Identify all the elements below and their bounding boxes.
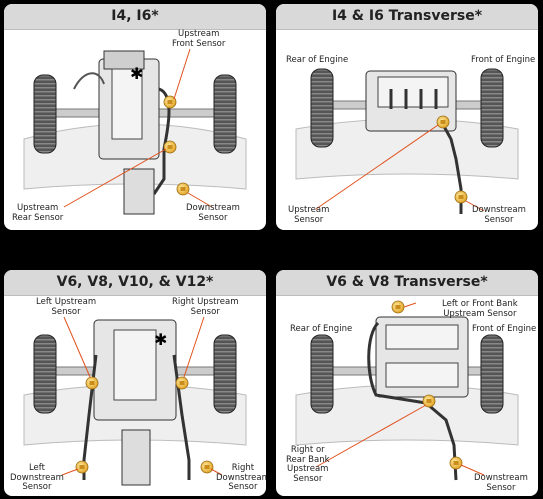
right-upstream-sensor-label: Right Upstream Sensor xyxy=(172,297,239,317)
downstream-sensor-icon xyxy=(449,456,463,470)
left-downstream-sensor-icon xyxy=(75,460,89,474)
downstream-sensor-label: Downstream Sensor xyxy=(186,203,240,223)
upstream-rear-sensor-icon xyxy=(163,140,177,154)
svg-text:✱: ✱ xyxy=(130,64,143,83)
panel-v6-v8-transverse: V6 & V8 Transverse* Left or Front Bank U… xyxy=(276,270,538,496)
downstream-sensor-label: Downstream Sensor xyxy=(474,473,528,493)
rear-of-engine-label: Rear of Engine xyxy=(286,55,349,65)
panel-i4-i6-transverse: I4 & I6 Transverse* Rear of Engine Front… xyxy=(276,4,538,230)
left-downstream-sensor-label: Left Downstream Sensor xyxy=(10,463,64,492)
right-upstream-sensor-icon xyxy=(175,376,189,390)
upstream-sensor-label: Upstream Sensor xyxy=(288,205,330,225)
panel-title: V6 & V8 Transverse* xyxy=(276,270,538,296)
panel-title: I4, I6* xyxy=(4,4,266,30)
panel-i4-i6: I4, I6* ✱ Upstream Front Sensor Upstream… xyxy=(4,4,266,230)
panel-v6-v8-v10-v12: V6, V8, V10, & V12* ✱ Left Upstream Sens… xyxy=(4,270,266,496)
downstream-sensor-icon xyxy=(176,182,190,196)
left-front-bank-sensor-icon xyxy=(391,300,405,314)
upstream-sensor-icon xyxy=(436,115,450,129)
engine-diagram xyxy=(295,300,519,481)
left-upstream-sensor-label: Left Upstream Sensor xyxy=(36,297,97,317)
panel-title: V6, V8, V10, & V12* xyxy=(4,270,266,296)
right-rear-bank-sensor-label: Right or Rear Bank Upstream Sensor xyxy=(286,445,330,484)
downstream-sensor-icon xyxy=(454,190,468,204)
rear-of-engine-label: Rear of Engine xyxy=(290,324,353,334)
front-of-engine-label: Front of Engine xyxy=(471,55,536,65)
engine-diagram: ✱ xyxy=(23,316,247,486)
svg-text:✱: ✱ xyxy=(154,330,167,349)
right-downstream-sensor-icon xyxy=(200,460,214,474)
engine-diagram: ✱ xyxy=(23,48,247,215)
left-upstream-sensor-icon xyxy=(85,376,99,390)
engine-diagram xyxy=(295,68,519,214)
right-downstream-sensor-label: Right Downstream Sensor xyxy=(216,463,266,492)
downstream-sensor-label: Downstream Sensor xyxy=(472,205,526,225)
left-front-bank-sensor-label: Left or Front Bank Upstream Sensor xyxy=(442,299,518,319)
upstream-rear-sensor-label: Upstream Rear Sensor xyxy=(12,203,64,223)
panel-title: I4 & I6 Transverse* xyxy=(276,4,538,30)
upstream-front-sensor-label: Upstream Front Sensor xyxy=(172,29,226,49)
front-of-engine-label: Front of Engine xyxy=(472,324,537,334)
